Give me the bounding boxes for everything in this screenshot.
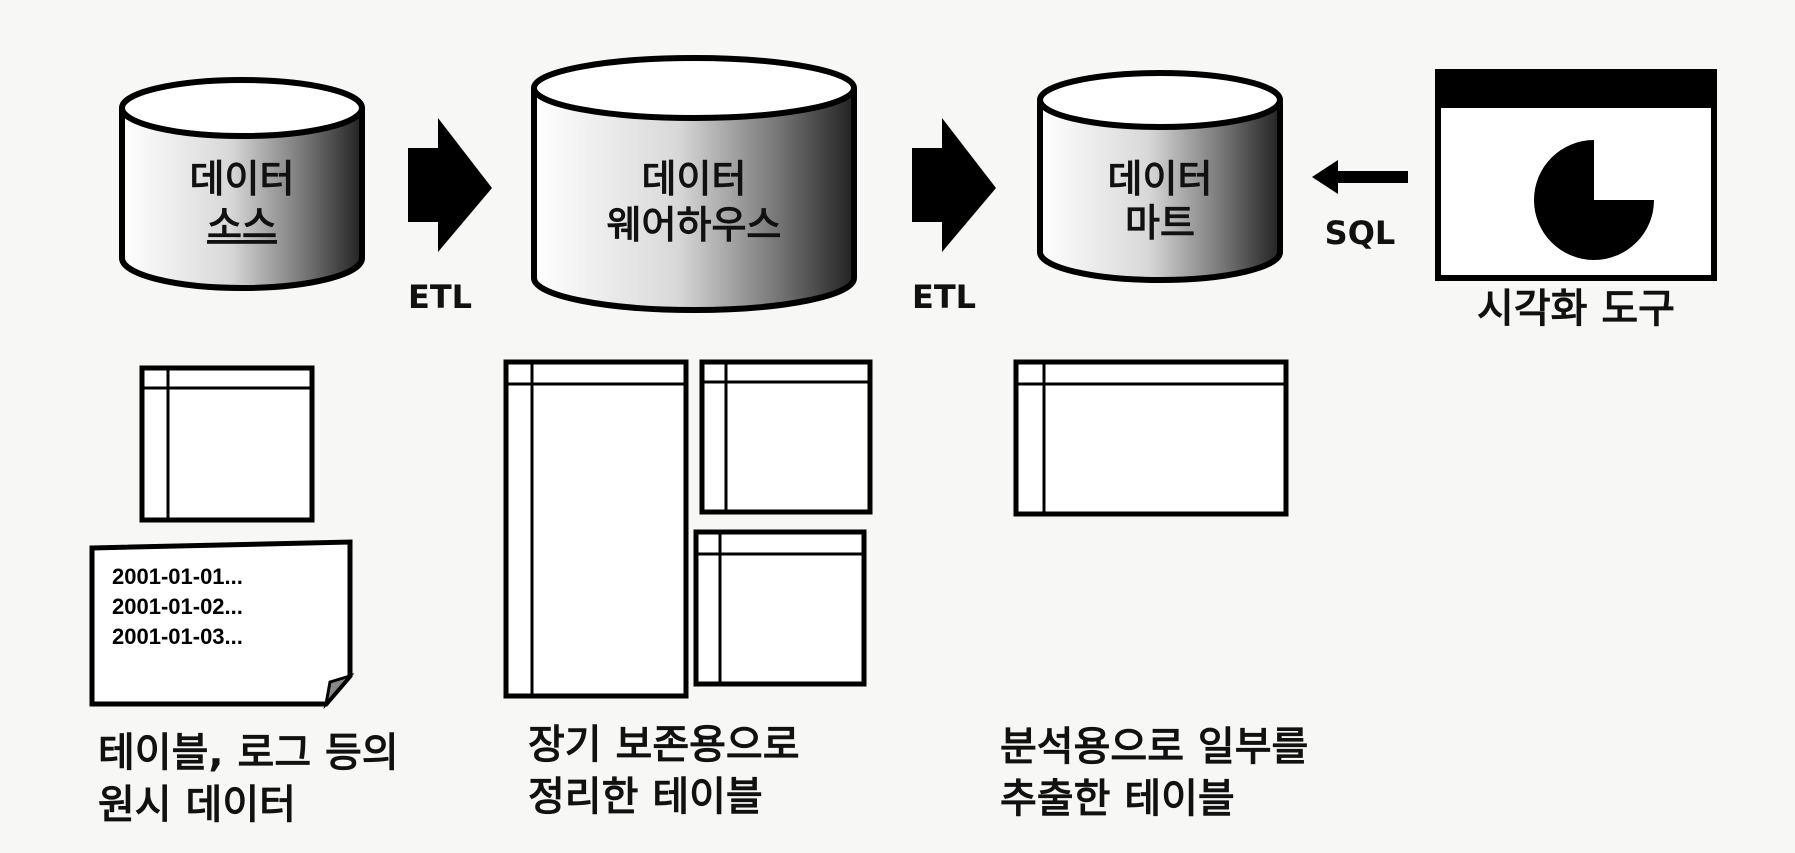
log-line-2: 2001-01-02... (112, 594, 243, 619)
data-mart-label-line1: 데이터 (1108, 157, 1213, 201)
etl-label-1: ETL (408, 278, 472, 316)
warehouse-table-upper (699, 359, 873, 515)
data-source-label-line2: 소스 (207, 203, 277, 247)
log-line-3: 2001-01-03... (112, 624, 243, 649)
mart-caption-line2: 추출한 테이블 (1000, 776, 1235, 822)
visualization-tool-label: 시각화 도구 (1477, 286, 1675, 332)
source-table (139, 365, 315, 523)
warehouse-caption-line2: 정리한 테이블 (528, 774, 763, 820)
source-caption-line1: 테이블, 로그 등의 (98, 730, 399, 776)
etl-arrow-1: ETL (408, 118, 492, 316)
sql-label: SQL (1325, 214, 1396, 252)
sql-arrow: SQL (1312, 160, 1408, 252)
data-warehouse-label-line2: 웨어하우스 (607, 203, 782, 247)
etl-label-2: ETL (912, 278, 976, 316)
pie-chart-icon (1534, 140, 1654, 260)
warehouse-table-tall (503, 359, 689, 699)
visualization-tool-window: 시각화 도구 (1435, 69, 1717, 332)
warehouse-table-lower (693, 529, 867, 687)
data-source-cylinder: 데이터 소스 (119, 77, 365, 291)
warehouse-caption: 장기 보존용으로 정리한 테이블 (528, 722, 800, 820)
source-caption-line2: 원시 데이터 (98, 782, 296, 828)
log-line-1: 2001-01-01... (112, 564, 243, 589)
source-log-file: 2001-01-01... 2001-01-02... 2001-01-03..… (89, 539, 355, 710)
source-caption: 테이블, 로그 등의 원시 데이터 (98, 730, 399, 828)
mart-caption: 분석용으로 일부를 추출한 테이블 (1000, 724, 1308, 822)
data-warehouse-label-line1: 데이터 (642, 157, 747, 201)
mart-table (1013, 359, 1289, 517)
etl-arrow-2: ETL (912, 118, 996, 316)
warehouse-caption-line1: 장기 보존용으로 (528, 722, 800, 768)
data-warehouse-cylinder: 데이터 웨어하우스 (531, 55, 857, 313)
data-source-label-line1: 데이터 (190, 157, 295, 201)
data-mart-label-line2: 마트 (1125, 201, 1195, 245)
mart-caption-line1: 분석용으로 일부를 (1000, 724, 1308, 770)
data-mart-cylinder: 데이터 마트 (1037, 70, 1283, 283)
